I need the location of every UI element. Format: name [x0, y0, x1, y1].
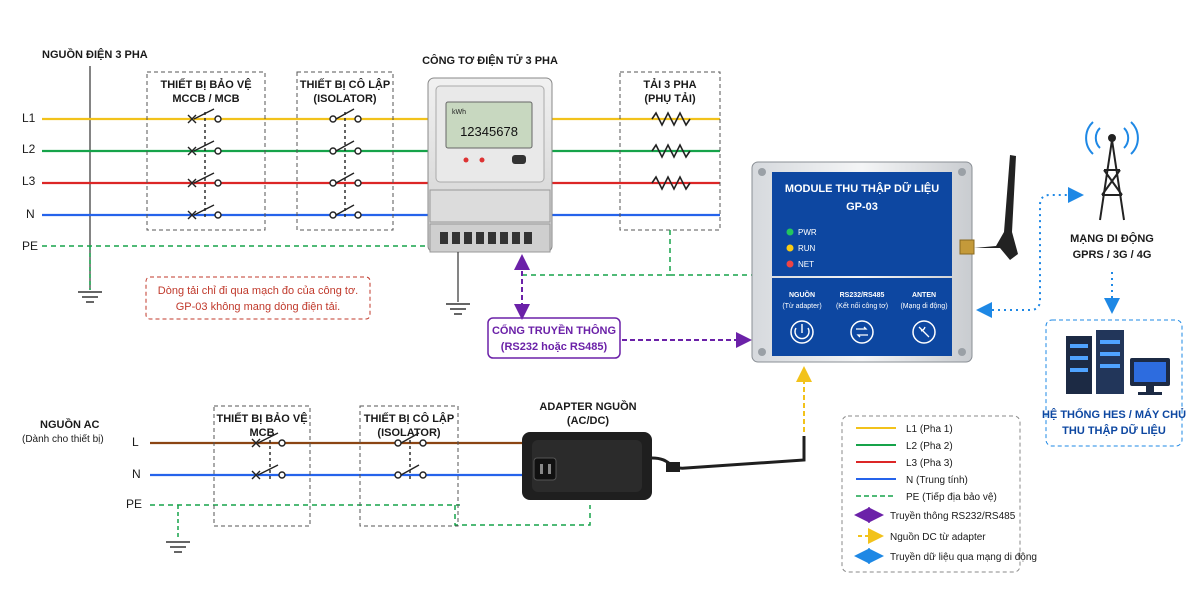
signal-waves-icon [1085, 121, 1139, 155]
legend-box [841, 415, 1021, 573]
port-power-name: NGUỒN [789, 289, 815, 299]
comm-port-title: CỔNG TRUYỀN THÔNG [492, 324, 616, 337]
ac-source-subtitle: (Dành cho thiết bị) [22, 433, 104, 445]
isolator-box [296, 71, 394, 231]
ground-symbol-meter [446, 252, 470, 315]
note-line-1: Dòng tải chỉ đi qua mạch đo của công tơ. [158, 285, 358, 297]
port-power-sub: (Từ adapter) [782, 303, 821, 310]
led-run-label: RUN [798, 244, 816, 253]
ground-symbol-bottom [166, 505, 190, 553]
legend-item-n: N (Trung tính) [906, 475, 968, 486]
hes-subtitle: THU THẬP DỮ LIỆU [1062, 424, 1166, 437]
ac-line-label-pe: PE [126, 497, 142, 511]
port-ant-name: ANTEN [912, 292, 936, 299]
comm-port-box [487, 317, 621, 359]
hes-title: HỆ THỐNG HES / MÁY CHỦ [1042, 407, 1186, 421]
cell-tower-icon [1099, 134, 1125, 221]
protection-device-box [146, 71, 266, 231]
ac-isolator-switches [394, 432, 427, 480]
load-resistors [651, 111, 691, 191]
line-label-l1: L1 [22, 111, 36, 125]
load-title: TẢI 3 PHA [643, 78, 696, 91]
line-label-l3: L3 [22, 174, 36, 188]
status-leds: PWR RUN NET [786, 228, 817, 269]
legend: L1 (Pha 1) L2 (Pha 2) L3 (Pha 3) N (Trun… [854, 424, 1037, 564]
network-subtitle: GPRS / 3G / 4G [1073, 249, 1152, 261]
load-current-note [145, 276, 371, 320]
ac-protection-title: THIẾT BỊ BẢO VỆ [216, 412, 307, 425]
ground-symbol-top-left [78, 246, 102, 303]
meter-title: CÔNG TƠ ĐIỆN TỬ 3 PHA [422, 54, 558, 67]
three-phase-source-title: NGUỒN ĐIỆN 3 PHA [42, 48, 148, 61]
power-symbol-icon [794, 324, 810, 340]
legend-item-comm: Truyền thông RS232/RS485 [890, 510, 1016, 522]
led-run-indicator [786, 244, 794, 252]
led-pwr-indicator [786, 228, 794, 236]
line-label-pe: PE [22, 239, 38, 253]
comm-port-subtitle: (RS232 hoặc RS485) [501, 341, 608, 353]
protection-title: THIẾT BỊ BẢO VỆ [160, 78, 251, 91]
power-adapter-icon [522, 432, 806, 500]
legend-item-dc: Nguồn DC từ adapter [890, 531, 986, 543]
isolator-subtitle: (ISOLATOR) [313, 93, 376, 105]
mccb-switches [187, 108, 222, 220]
module-ports: NGUỒN (Từ adapter) RS232/RS485 (Kết nối … [782, 289, 948, 344]
led-net-label: NET [798, 260, 814, 269]
cellular-data-link [976, 187, 1084, 318]
power-icon [790, 320, 814, 344]
legend-item-l1: L1 (Pha 1) [906, 424, 953, 435]
led-pwr-label: PWR [798, 228, 817, 237]
legend-item-l3: L3 (Pha 3) [906, 458, 953, 469]
isolator-title: THIẾT BỊ CÔ LẬP [300, 78, 390, 91]
legend-item-l2: L2 (Pha 2) [906, 441, 953, 452]
led-net-indicator [786, 260, 794, 268]
gp03-module [751, 161, 973, 363]
load-subtitle: (PHỤ TẢI) [644, 92, 696, 105]
ac-isolator-subtitle: (ISOLATOR) [377, 427, 440, 439]
meter-reading: 12345678 [460, 124, 518, 139]
adapter-subtitle: (AC/DC) [567, 415, 609, 427]
isolator-switches [329, 108, 362, 220]
ac-mcb-switches [251, 432, 286, 480]
ac-protection-box [213, 405, 311, 527]
module-title: MODULE THU THẬP DỮ LIỆU [785, 182, 939, 195]
legend-item-pe: PE (Tiếp địa bảo vệ) [906, 491, 997, 503]
port-ant-sub: (Mạng di động) [900, 303, 947, 310]
ac-line-label-l: L [132, 435, 139, 449]
port-rs-name: RS232/RS485 [840, 292, 885, 299]
port-rs-sub: (Kết nối công tơ) [836, 301, 888, 310]
ac-isolator-box [359, 405, 459, 527]
ac-isolator-title: THIẾT BỊ CÔ LẬP [364, 412, 454, 425]
antenna-port-icon [912, 320, 936, 344]
module-model: GP-03 [846, 201, 878, 213]
note-line-2: GP-03 không mang dòng điện tải. [176, 301, 341, 313]
three-phase-meter: kWh 12345678 [427, 77, 553, 253]
adapter-title: ADAPTER NGUỒN [539, 400, 636, 413]
ac-line-label-n: N [132, 467, 141, 481]
monitor-icon [1130, 358, 1170, 395]
ac-source-title: NGUỒN AC [40, 418, 100, 431]
network-title: MẠNG DI ĐỘNG [1070, 232, 1154, 245]
line-label-n: N [26, 207, 35, 221]
protection-subtitle: MCCB / MCB [172, 93, 239, 105]
legend-item-network: Truyền dữ liệu qua mạng di động [890, 551, 1037, 563]
meter-unit: kWh [452, 109, 466, 116]
ac-protection-subtitle: MCB [249, 427, 274, 439]
serial-port-icon [850, 320, 874, 344]
pe-wire-to-module [522, 230, 765, 276]
ac-wires [150, 441, 591, 526]
line-label-l2: L2 [22, 142, 36, 156]
phase-wires [42, 117, 720, 247]
server-rack-icon [1066, 330, 1124, 394]
